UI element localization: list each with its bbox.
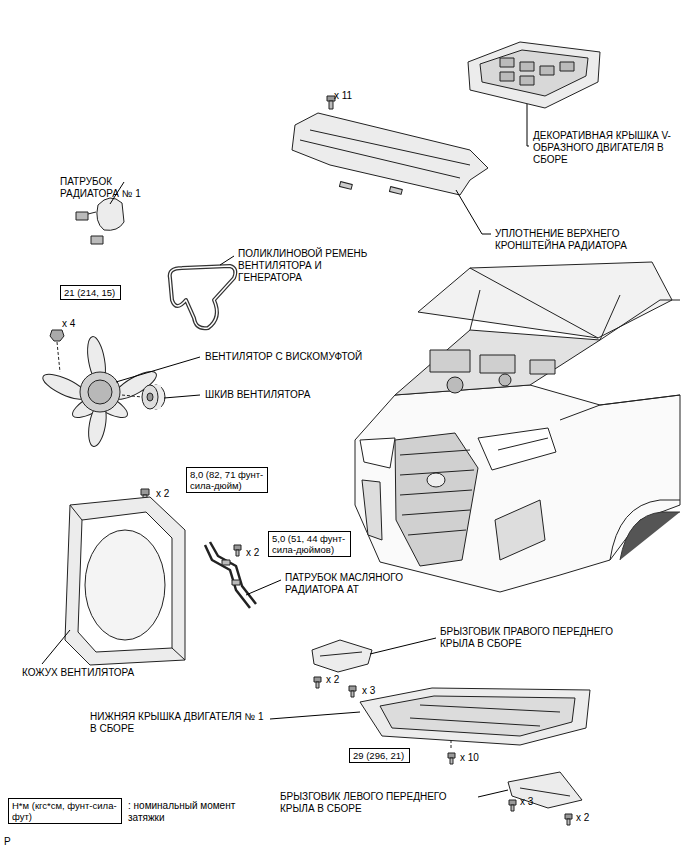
leader-lines [42,104,529,797]
radiator-seal [292,113,488,195]
figure-code: P [4,836,24,848]
quantity-label: x 3 [362,685,392,697]
torque-value: 21 (214, 15) [64,287,117,298]
part-label: НИЖНЯЯ КРЫШКА ДВИГАТЕЛЯ № 1 В СБОРЕ [90,711,268,735]
bolt [234,545,241,556]
part-label: ПОЛИКЛИНОВОЙ РЕМЕНЬ ВЕНТИЛЯТОРА И ГЕНЕРА… [238,248,383,283]
quantity-label: x 2 [246,547,276,559]
quantity-label: x 3 [520,796,550,808]
quantity-label: x 2 [326,674,356,686]
quantity-label: x 4 [62,318,92,330]
torque-box: 8,0 (82, 71 фунт-сила-дюйм) [186,467,268,493]
fan-with-clutch [40,335,160,448]
torque-value: 5,0 (51, 44 фунт-сила-дюймов) [272,533,347,555]
torque-value: 29 (296, 21) [353,750,406,761]
quantity-label: x 2 [156,488,186,500]
part-label: ДЕКОРАТИВНАЯ КРЫШКА V-ОБРАЗНОГО ДВИГАТЕЛ… [533,130,683,165]
fan-pulley [142,385,165,409]
part-label: ВЕНТИЛЯТОР С ВИСКОМУФТОЙ [205,351,405,363]
drive-belt [170,266,236,328]
part-label: ШКИВ ВЕНТИЛЯТОРА [205,389,365,401]
lower-engine-cover [360,688,590,745]
torque-box: 5,0 (51, 44 фунт-сила-дюймов) [268,531,351,557]
nut [50,330,64,341]
torque-value: 8,0 (82, 71 фунт-сила-дюйм) [190,469,264,491]
vehicle [355,262,680,592]
quantity-label: x 2 [576,812,606,824]
part-label: ПАТРУБОК РАДИАТОРА № 1 [60,176,155,200]
torque-box: 29 (296, 21) [349,748,410,763]
quantity-label: x 11 [334,90,374,102]
torque-box: 21 (214, 15) [60,285,121,300]
part-label: ПАТРУБОК МАСЛЯНОГО РАДИАТОРА АТ [285,572,415,596]
engine-cover [468,42,600,108]
part-label: БРЫЗГОВИК ПРАВОГО ПЕРЕДНЕГО КРЫЛА В СБОР… [440,626,640,650]
quantity-label: x 10 [460,752,494,764]
torque-box: Н*м (кгс*см, фунт-сила-фут) [8,798,122,824]
radiator-hose [76,198,124,244]
part-label: УПЛОТНЕНИЕ ВЕРХНЕГО КРОНШТЕЙНА РАДИАТОРА [495,228,645,252]
part-label: БРЫЗГОВИК ЛЕВОГО ПЕРЕДНЕГО КРЫЛА В СБОРЕ [280,791,470,815]
fan-shroud [65,497,185,665]
left-splash-shield [508,772,582,825]
torque-value: Н*м (кгс*см, фунт-сила-фут) [12,800,118,822]
bolt [448,753,455,764]
bolt [327,96,335,109]
part-label: КОЖУХ ВЕНТИЛЯТОРА [22,667,182,679]
legend-note: : номинальный момент затяжки [128,800,243,824]
